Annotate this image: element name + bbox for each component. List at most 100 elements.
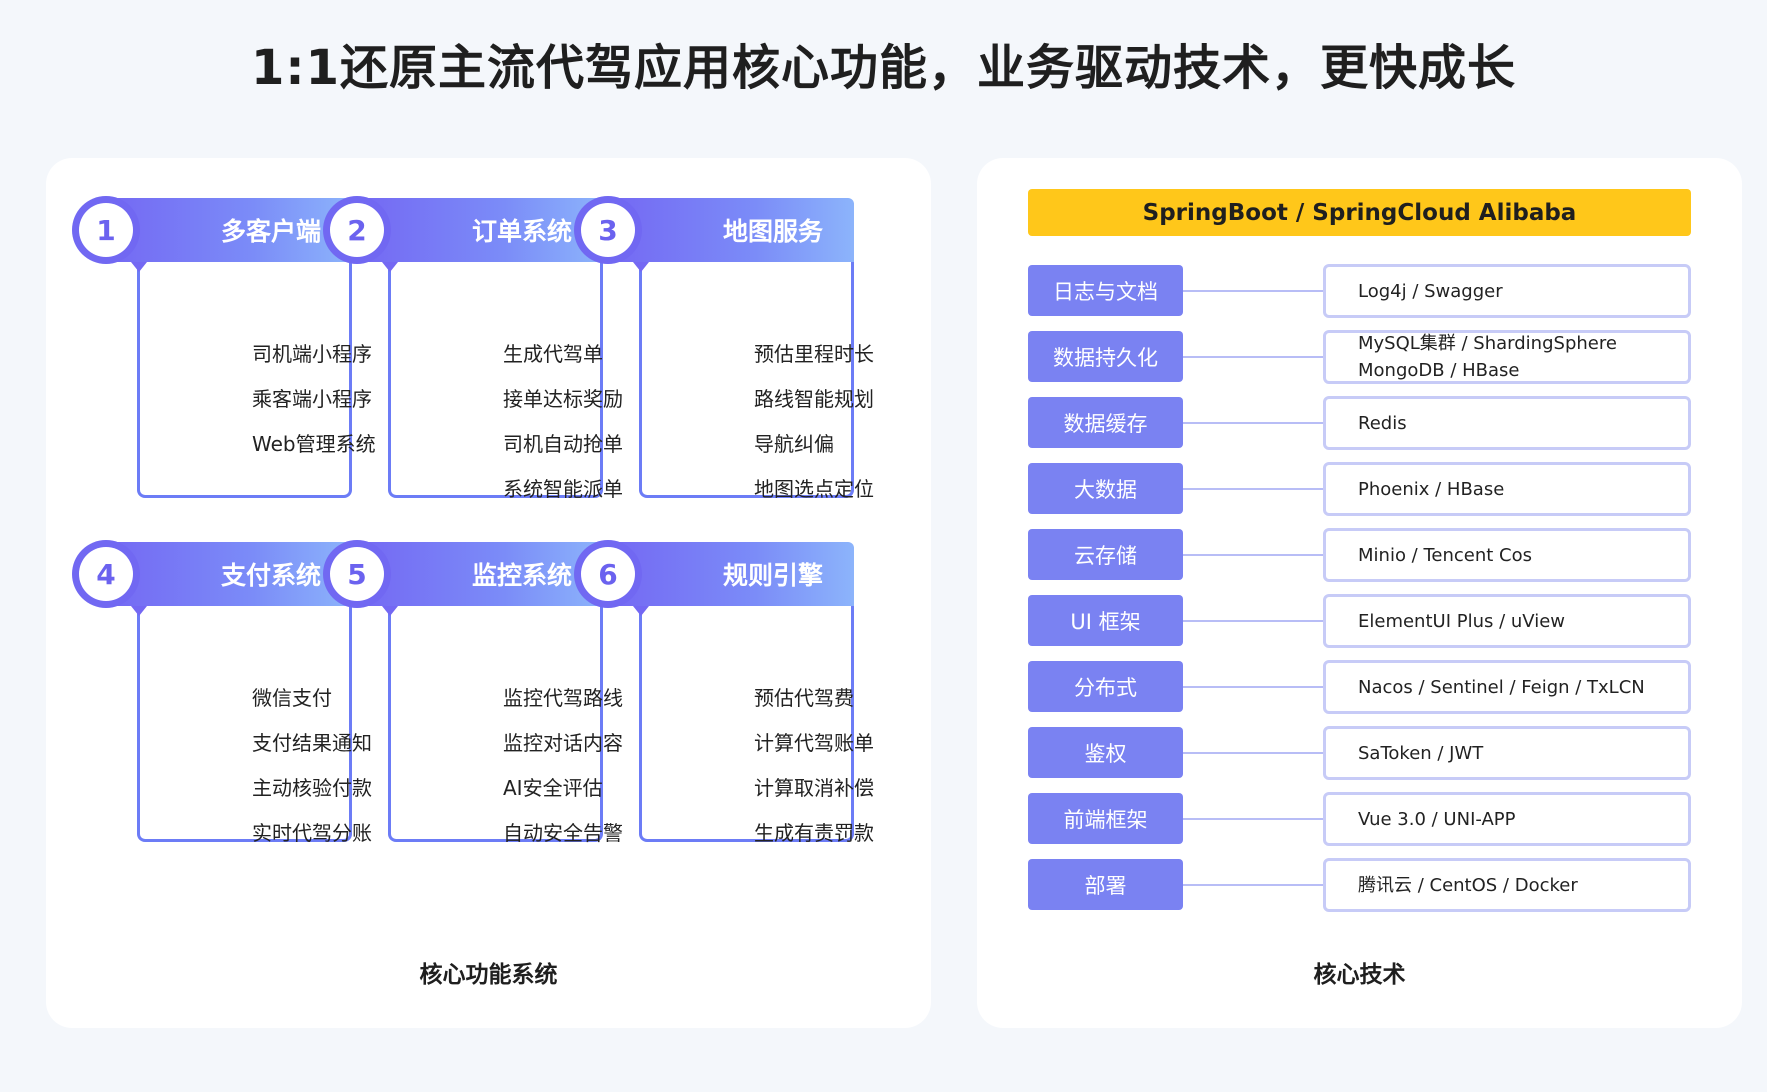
tech-category: 日志与文档 xyxy=(1028,265,1183,316)
feature-list: 司机端小程序乘客端小程序 Web管理系统 xyxy=(252,332,376,467)
feature-card-title: 多客户端 xyxy=(221,217,322,246)
tech-category: 数据持久化 xyxy=(1028,331,1183,382)
feature-number-badge: 2 xyxy=(323,196,391,264)
feature-card-header: 地图服务 xyxy=(608,198,854,272)
feature-item: 微信支付 xyxy=(252,686,332,710)
feature-number: 3 xyxy=(581,203,635,257)
tech-category: 云存储 xyxy=(1028,529,1183,580)
feature-item: 支付结果通知 xyxy=(252,731,372,755)
feature-item: 生成代驾单 xyxy=(503,342,603,366)
connector-line xyxy=(1183,620,1323,622)
feature-list: 微信支付支付结果通知主动核验付款实时代驾分账 xyxy=(252,676,372,856)
feature-card-header: 监控系统 xyxy=(357,542,603,616)
tech-category: 前端框架 xyxy=(1028,793,1183,844)
core-tech-panel: SpringBoot / SpringCloud Alibaba 日志与文档 Lo… xyxy=(977,158,1742,1028)
connector-line xyxy=(1183,356,1323,358)
feature-card-body: 微信支付支付结果通知主动核验付款实时代驾分账 xyxy=(137,580,372,845)
feature-item: 监控代驾路线 xyxy=(503,686,623,710)
feature-list: 预估代驾费计算代驾账单计算取消补偿生成有责罚款 xyxy=(754,676,874,856)
feature-card-title: 监控系统 xyxy=(472,561,573,590)
feature-item: 司机端小程序 xyxy=(252,342,372,366)
feature-number-badge: 5 xyxy=(323,540,391,608)
tech-value: Minio / Tencent Cos xyxy=(1323,528,1691,582)
connector-line xyxy=(1183,488,1323,490)
connector-line xyxy=(1183,818,1323,820)
core-features-caption: 核心功能系统 xyxy=(419,962,558,988)
feature-number: 6 xyxy=(581,547,635,601)
tech-row: 数据持久化 MySQL集群 / ShardingSphere MongoDB / … xyxy=(1028,330,1691,384)
connector-line xyxy=(1183,422,1323,424)
connector-line xyxy=(1183,554,1323,556)
tech-row: 前端框架 Vue 3.0 / UNI-APP xyxy=(1028,792,1691,846)
feature-item: 实时代驾分账 xyxy=(252,821,372,845)
feature-item: 自动安全告警 xyxy=(503,821,623,845)
tech-row: 日志与文档 Log4j / Swagger xyxy=(1028,264,1691,318)
feature-card-title: 订单系统 xyxy=(472,217,573,246)
tech-row: UI 框架 ElementUI Plus / uView xyxy=(1028,594,1691,648)
feature-card-header: 支付系统 xyxy=(106,542,352,616)
feature-card-title: 规则引擎 xyxy=(723,561,824,590)
feature-item: 系统智能派单 xyxy=(503,477,623,501)
feature-list: 预估里程时长路线智能规划导航纠偏地图选点定位 xyxy=(754,332,874,512)
tech-value: 腾讯云 / CentOS / Docker xyxy=(1323,858,1691,912)
tech-value: Redis xyxy=(1323,396,1691,450)
tech-value: Vue 3.0 / UNI-APP xyxy=(1323,792,1691,846)
feature-item: 计算取消补偿 xyxy=(754,776,874,800)
feature-card-header: 订单系统 xyxy=(357,198,603,272)
tech-value: SaToken / JWT xyxy=(1323,726,1691,780)
feature-item: 地图选点定位 xyxy=(754,477,874,501)
feature-item: 监控对话内容 xyxy=(503,731,623,755)
connector-line xyxy=(1183,884,1323,886)
framework-banner: SpringBoot / SpringCloud Alibaba xyxy=(1028,189,1691,236)
feature-number: 2 xyxy=(330,203,384,257)
tech-row: 鉴权 SaToken / JWT xyxy=(1028,726,1691,780)
connector-line xyxy=(1183,686,1323,688)
tech-category: UI 框架 xyxy=(1028,595,1183,646)
feature-list: 生成代驾单接单达标奖励司机自动抢单系统智能派单 xyxy=(503,332,623,512)
tech-row: 云存储 Minio / Tencent Cos xyxy=(1028,528,1691,582)
tech-value: Log4j / Swagger xyxy=(1323,264,1691,318)
feature-item: 司机自动抢单 xyxy=(503,432,623,456)
tech-category: 分布式 xyxy=(1028,661,1183,712)
tech-row: 大数据 Phoenix / HBase xyxy=(1028,462,1691,516)
feature-card-header: 多客户端 xyxy=(106,198,352,272)
tech-value: MySQL集群 / ShardingSphere MongoDB / HBase xyxy=(1323,330,1691,384)
feature-card-body: 生成代驾单接单达标奖励司机自动抢单系统智能派单 xyxy=(388,236,623,501)
feature-number-badge: 4 xyxy=(72,540,140,608)
feature-number-badge: 6 xyxy=(574,540,642,608)
feature-number: 1 xyxy=(79,203,133,257)
feature-item: 计算代驾账单 xyxy=(754,731,874,755)
feature-item: 预估代驾费 xyxy=(754,686,854,710)
feature-item: 导航纠偏 xyxy=(754,432,834,456)
tech-category: 鉴权 xyxy=(1028,727,1183,778)
feature-item: 路线智能规划 xyxy=(754,387,874,411)
feature-item: Web管理系统 xyxy=(252,432,376,456)
core-tech-caption: 核心技术 xyxy=(1313,962,1406,988)
feature-card-title: 支付系统 xyxy=(221,561,322,590)
connector-line xyxy=(1183,290,1323,292)
core-features-panel: 司机端小程序乘客端小程序 Web管理系统 多客户端 1 生成代驾单接单达标奖励司机自动抢… xyxy=(46,158,931,1028)
feature-number-badge: 1 xyxy=(72,196,140,264)
feature-card-body: 预估里程时长路线智能规划导航纠偏地图选点定位 xyxy=(639,236,874,501)
feature-number-badge: 3 xyxy=(574,196,642,264)
tech-value: Phoenix / HBase xyxy=(1323,462,1691,516)
feature-item: 预估里程时长 xyxy=(754,342,874,366)
feature-number: 5 xyxy=(330,547,384,601)
connector-line xyxy=(1183,752,1323,754)
feature-card-body: 预估代驾费计算代驾账单计算取消补偿生成有责罚款 xyxy=(639,580,874,845)
tech-row: 部署腾讯云 / CentOS / Docker xyxy=(1028,858,1691,912)
tech-value: Nacos / Sentinel / Feign / TxLCN xyxy=(1323,660,1691,714)
feature-card-body: 司机端小程序乘客端小程序 Web管理系统 xyxy=(137,236,376,498)
feature-item: 生成有责罚款 xyxy=(754,821,874,845)
feature-number: 4 xyxy=(79,547,133,601)
tech-value: ElementUI Plus / uView xyxy=(1323,594,1691,648)
feature-card-header: 规则引擎 xyxy=(608,542,854,616)
feature-item: 乘客端小程序 xyxy=(252,387,372,411)
tech-category: 大数据 xyxy=(1028,463,1183,514)
feature-item: 接单达标奖励 xyxy=(503,387,623,411)
